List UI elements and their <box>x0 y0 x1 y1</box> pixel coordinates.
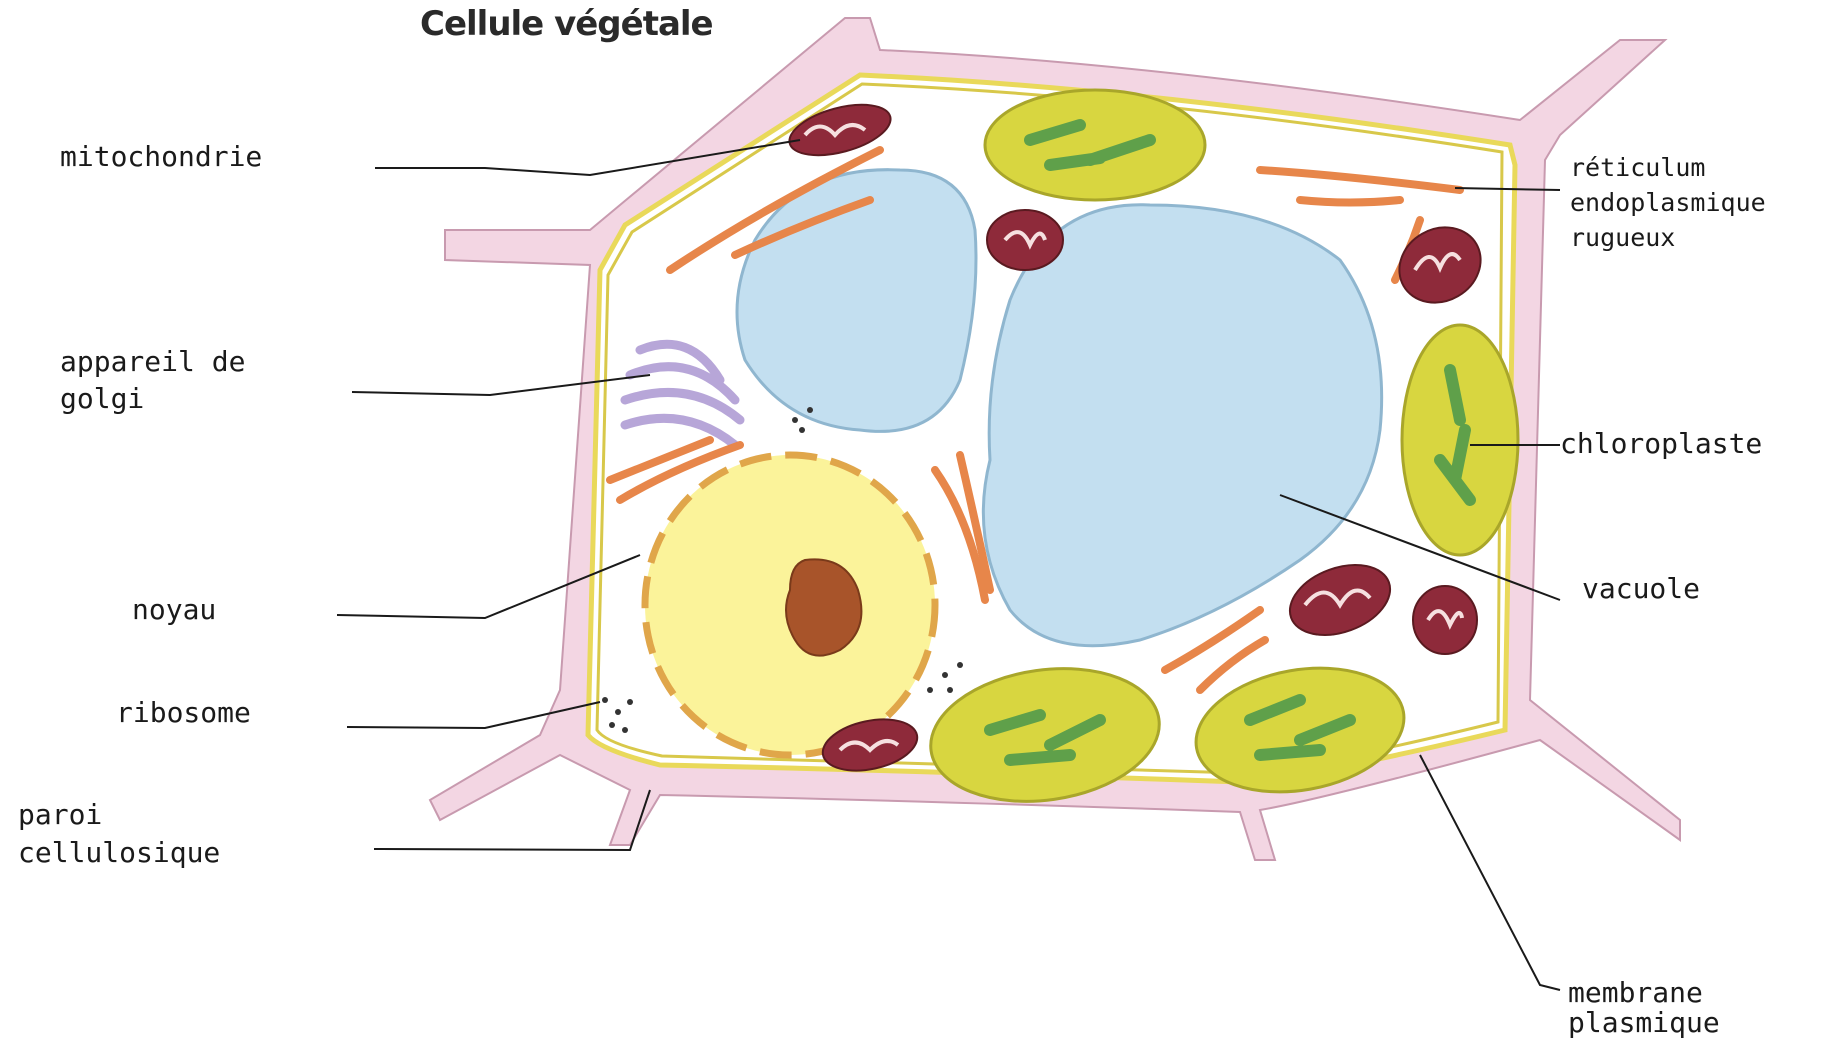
leader-paroi <box>374 790 650 850</box>
label-reticulum-line2: endoplasmique <box>1570 185 1766 220</box>
label-reticulum-line3: rugueux <box>1570 220 1675 255</box>
label-appareil-line1: appareil de <box>60 343 245 381</box>
label-ribosome: ribosome <box>116 694 251 732</box>
label-mitochondrie: mitochondrie <box>60 138 262 176</box>
label-reticulum-line1: réticulum <box>1570 150 1705 185</box>
label-noyau: noyau <box>132 591 216 629</box>
nucleus <box>645 455 935 755</box>
label-paroi-line1: paroi <box>18 796 102 834</box>
label-vacuole: vacuole <box>1582 570 1700 608</box>
label-paroi-line2: cellulosique <box>18 834 220 872</box>
diagram-title: Cellule végétale <box>420 4 713 44</box>
leader-membrane <box>1420 755 1560 990</box>
label-membrane-line2: plasmique <box>1568 1004 1720 1042</box>
nucleolus <box>786 559 861 655</box>
label-appareil-line2: golgi <box>60 380 144 418</box>
label-chloroplaste: chloroplaste <box>1560 425 1762 463</box>
